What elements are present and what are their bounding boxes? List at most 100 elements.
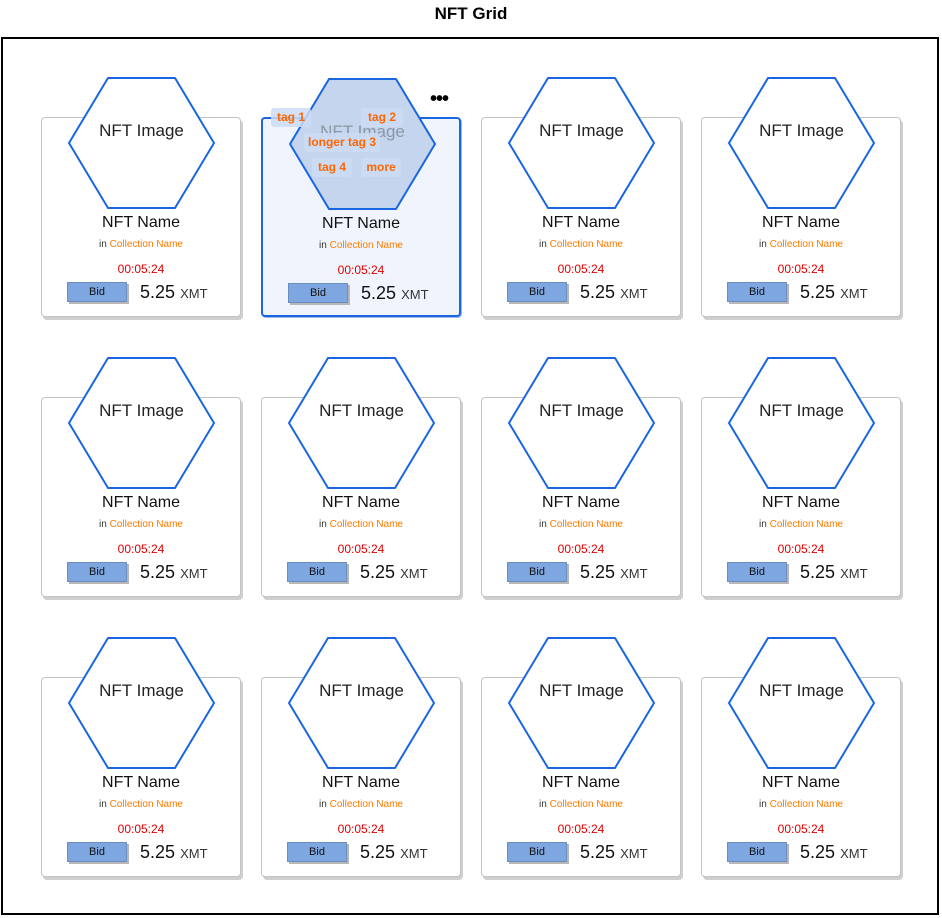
- collection-link[interactable]: Collection Name: [549, 799, 623, 810]
- nft-image[interactable]: NFT Image: [728, 77, 875, 209]
- price-value: 5.25: [361, 283, 397, 303]
- auction-timer: 00:05:24: [117, 542, 165, 556]
- nft-name[interactable]: NFT Name: [102, 494, 180, 511]
- collection-line: in Collection Name: [42, 238, 240, 252]
- price: 5.25 XMT: [360, 841, 428, 865]
- nft-tag[interactable]: tag 1: [271, 108, 311, 127]
- currency-label: XMT: [401, 287, 429, 302]
- collection-line: in Collection Name: [482, 238, 680, 252]
- nft-image[interactable]: NFT Image: [728, 637, 875, 769]
- nft-name[interactable]: NFT Name: [322, 494, 400, 511]
- bid-button[interactable]: Bid: [288, 283, 348, 303]
- price-value: 5.25: [140, 562, 176, 582]
- nft-image[interactable]: NFT Image: [508, 357, 655, 489]
- in-label: in: [759, 239, 767, 250]
- nft-name[interactable]: NFT Name: [322, 215, 400, 232]
- collection-link[interactable]: Collection Name: [109, 799, 183, 810]
- collection-link[interactable]: Collection Name: [329, 519, 403, 530]
- nft-name[interactable]: NFT Name: [762, 494, 840, 511]
- hexagon-frame-icon: [68, 357, 215, 489]
- collection-link[interactable]: Collection Name: [549, 239, 623, 250]
- nft-image-label: NFT Image: [99, 681, 184, 700]
- currency-label: XMT: [180, 286, 208, 301]
- bid-button[interactable]: Bid: [67, 562, 127, 582]
- in-label: in: [539, 239, 547, 250]
- bid-button[interactable]: Bid: [287, 562, 347, 582]
- price: 5.25 XMT: [800, 561, 868, 585]
- currency-label: XMT: [620, 566, 648, 581]
- price: 5.25 XMT: [140, 281, 208, 305]
- bid-button[interactable]: Bid: [727, 842, 787, 862]
- bid-button[interactable]: Bid: [507, 842, 567, 862]
- currency-label: XMT: [180, 846, 208, 861]
- nft-image[interactable]: NFT Image: [68, 357, 215, 489]
- hexagon-frame-icon: [288, 357, 435, 489]
- bid-button[interactable]: Bid: [67, 842, 127, 862]
- nft-name[interactable]: NFT Name: [542, 494, 620, 511]
- bid-button[interactable]: Bid: [287, 842, 347, 862]
- auction-timer: 00:05:24: [557, 262, 605, 276]
- nft-tag[interactable]: tag 2: [361, 108, 403, 127]
- nft-name[interactable]: NFT Name: [322, 774, 400, 791]
- nft-name[interactable]: NFT Name: [102, 214, 180, 231]
- collection-link[interactable]: Collection Name: [769, 239, 843, 250]
- bid-button[interactable]: Bid: [507, 562, 567, 582]
- price-value: 5.25: [140, 282, 176, 302]
- collection-line: in Collection Name: [702, 798, 900, 812]
- collection-link[interactable]: Collection Name: [769, 519, 843, 530]
- in-label: in: [539, 799, 547, 810]
- nft-image[interactable]: NFT Image: [508, 77, 655, 209]
- nft-name[interactable]: NFT Name: [542, 214, 620, 231]
- in-label: in: [99, 239, 107, 250]
- nft-image[interactable]: NFT Image: [288, 357, 435, 489]
- nft-name[interactable]: NFT Name: [542, 774, 620, 791]
- collection-link[interactable]: Collection Name: [549, 519, 623, 530]
- nft-image[interactable]: NFT Image: [288, 637, 435, 769]
- hexagon-frame-icon: [68, 77, 215, 209]
- bid-button[interactable]: Bid: [727, 282, 787, 302]
- bid-button[interactable]: Bid: [727, 562, 787, 582]
- nft-image-label: NFT Image: [539, 681, 624, 700]
- nft-name[interactable]: NFT Name: [762, 774, 840, 791]
- nft-image[interactable]: NFT Image: [728, 357, 875, 489]
- in-label: in: [99, 799, 107, 810]
- in-label: in: [99, 519, 107, 530]
- bid-button[interactable]: Bid: [507, 282, 567, 302]
- nft-tag[interactable]: longer tag 3: [304, 133, 380, 152]
- in-label: in: [759, 519, 767, 530]
- currency-label: XMT: [620, 846, 648, 861]
- hexagon-frame-icon: [728, 77, 875, 209]
- more-tags-button[interactable]: more: [361, 158, 401, 177]
- collection-link[interactable]: Collection Name: [329, 799, 403, 810]
- collection-link[interactable]: Collection Name: [769, 799, 843, 810]
- price: 5.25 XMT: [140, 561, 208, 585]
- collection-line: in Collection Name: [482, 798, 680, 812]
- more-options-icon[interactable]: •••: [430, 88, 449, 110]
- collection-link[interactable]: Collection Name: [329, 240, 403, 251]
- nft-tag[interactable]: tag 4: [312, 158, 352, 177]
- nft-name[interactable]: NFT Name: [762, 214, 840, 231]
- price: 5.25 XMT: [360, 561, 428, 585]
- collection-link[interactable]: Collection Name: [109, 239, 183, 250]
- auction-timer: 00:05:24: [777, 262, 825, 276]
- bid-button[interactable]: Bid: [67, 282, 127, 302]
- nft-image-label: NFT Image: [319, 681, 404, 700]
- collection-link[interactable]: Collection Name: [109, 519, 183, 530]
- price: 5.25 XMT: [361, 282, 429, 306]
- nft-image[interactable]: NFT Image: [508, 637, 655, 769]
- nft-image[interactable]: NFT Image: [68, 77, 215, 209]
- nft-image-label: NFT Image: [99, 401, 184, 420]
- nft-name[interactable]: NFT Name: [102, 774, 180, 791]
- nft-image[interactable]: NFT Image: [68, 637, 215, 769]
